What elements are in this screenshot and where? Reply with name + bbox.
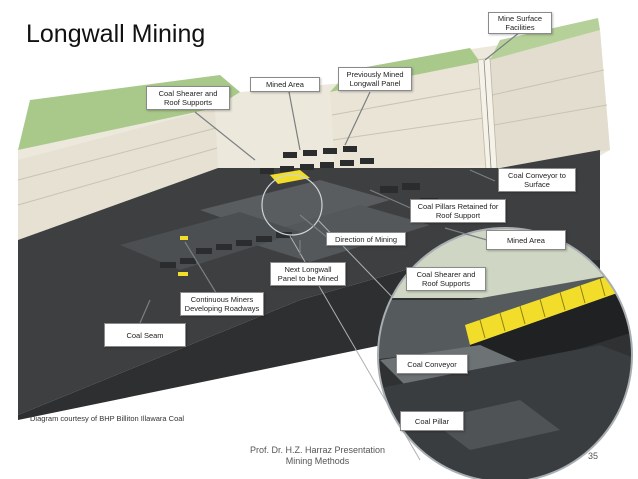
label-mined-area-top: Mined Area: [250, 77, 320, 92]
label-coal-conveyor-surface: Coal Conveyor to Surface: [498, 168, 576, 192]
panels-and-pillars: [120, 146, 438, 276]
label-coal-shearer-top: Coal Shearer and Roof Supports: [146, 86, 230, 110]
footer-line-2: Mining Methods: [285, 456, 350, 466]
label-coal-shearer-circle: Coal Shearer and Roof Supports: [406, 267, 486, 291]
label-coal-conveyor: Coal Conveyor: [396, 354, 468, 374]
magnified-detail: [289, 219, 633, 479]
page-number: 35: [588, 451, 599, 461]
footer-line-1: Prof. Dr. H.Z. Harraz Presentation: [249, 445, 386, 455]
label-continuous-miners: Continuous Miners Developing Roadways: [180, 292, 264, 316]
label-coal-pillars: Coal Pillars Retained for Roof Support: [410, 199, 506, 223]
label-mined-area-right: Mined Area: [486, 230, 566, 250]
leader-lines: [139, 31, 521, 324]
footer-text: Prof. Dr. H.Z. Harraz Presentation Minin…: [240, 445, 395, 467]
label-coal-pillar: Coal Pillar: [400, 411, 464, 431]
diagram-credit: Diagram courtesy of BHP Billiton Illawar…: [30, 414, 185, 423]
label-direction-of-mining: Direction of Mining: [326, 232, 406, 246]
label-previously-mined: Previously Mined Longwall Panel: [338, 67, 412, 91]
label-coal-seam: Coal Seam: [104, 323, 186, 347]
slide-title: Longwall Mining: [26, 20, 206, 48]
label-mine-surface: Mine Surface Facilities: [488, 12, 552, 34]
label-next-longwall-panel: Next Longwall Panel to be Mined: [270, 262, 346, 286]
